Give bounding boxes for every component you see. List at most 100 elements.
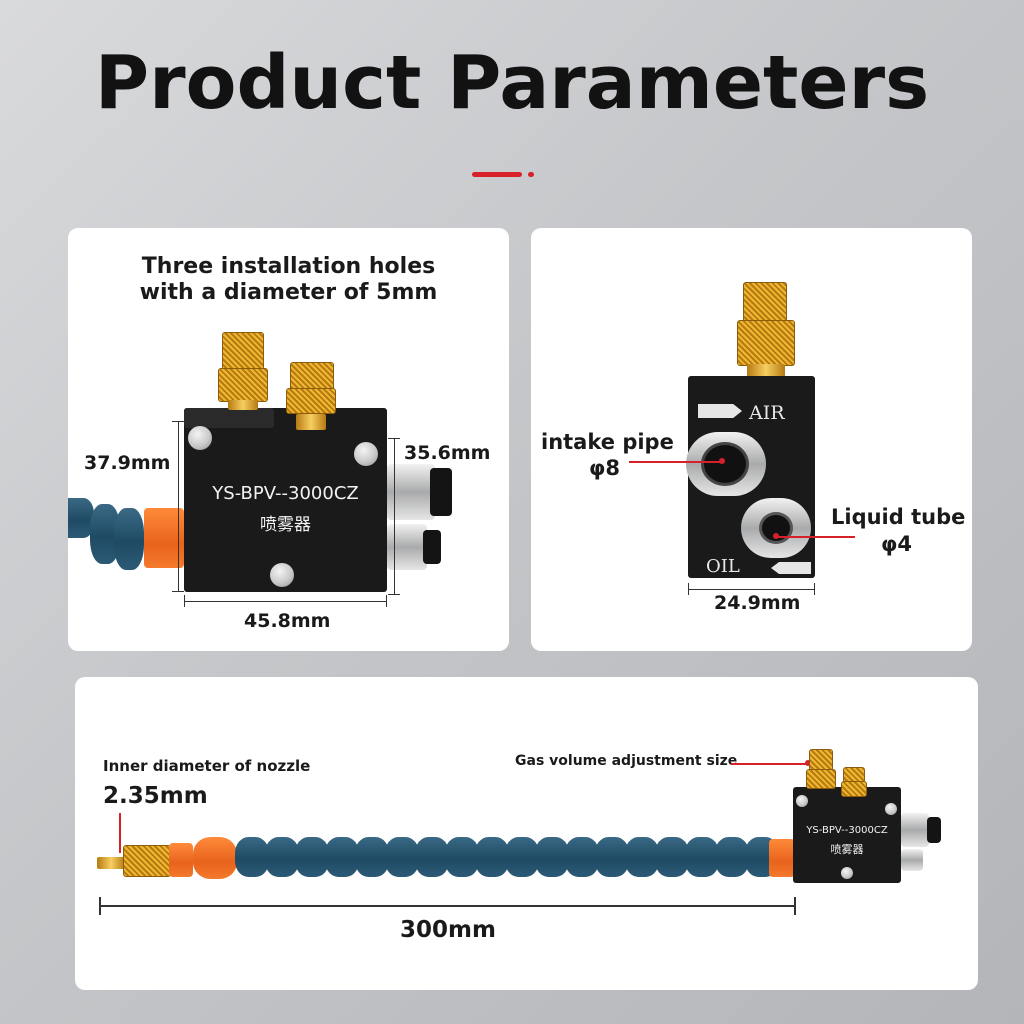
air-text: AIR [749, 402, 785, 424]
hose-segment [325, 837, 359, 877]
knob-stem [296, 414, 326, 430]
dim-tick [172, 591, 184, 592]
hose-segment [535, 837, 569, 877]
orange-connector [169, 843, 193, 877]
intake-leader [629, 461, 721, 463]
hose-segment [68, 498, 94, 538]
dim-line-width [184, 601, 387, 602]
adjust-knob [222, 332, 264, 370]
hose-segment [505, 837, 539, 877]
hose-segment [475, 837, 509, 877]
title-accent-dot [528, 172, 534, 177]
gas-leader [731, 763, 807, 765]
adjust-knob [737, 320, 795, 366]
adjust-knob [218, 368, 268, 402]
oil-arrow [771, 562, 811, 574]
atomizer-block [184, 408, 387, 592]
hose-segment [715, 837, 749, 877]
intake-label: intake pipe [541, 430, 674, 454]
hose-segment [355, 837, 389, 877]
hose-segment [415, 837, 449, 877]
block-model-cn: 喷雾器 [830, 843, 864, 856]
orange-connector [193, 837, 237, 879]
mount-hole-screw [885, 803, 897, 815]
adjust-knob [841, 781, 867, 797]
adjust-knob [809, 749, 833, 771]
gas-label: Gas volume adjustment size [515, 753, 738, 769]
nozzle-leader [119, 813, 121, 853]
push-fitting [901, 813, 929, 847]
dim-label-width: 24.9mm [714, 592, 801, 614]
oil-text: OIL [706, 556, 740, 577]
dim-tick [688, 583, 689, 595]
dim-label-length: 300mm [400, 917, 496, 943]
nozzle-body [123, 845, 171, 877]
dimensions-panel-front: Three installation holes with a diameter… [68, 228, 509, 651]
dim-label-right: 35.6mm [404, 442, 491, 464]
push-fitting-cap [423, 530, 441, 564]
push-fitting [387, 464, 435, 520]
mount-hole-screw [796, 795, 808, 807]
push-fitting-cap [927, 817, 941, 843]
liquid-dot [773, 533, 779, 539]
air-arrow [698, 404, 742, 418]
dim-line-width [688, 589, 815, 590]
mount-hole-screw [270, 563, 294, 587]
block-model-cn: 喷雾器 [260, 515, 311, 535]
dim-line-height [178, 421, 179, 591]
dim-label-width: 45.8mm [244, 610, 331, 632]
adjust-knob [286, 388, 336, 414]
orange-connector [144, 508, 184, 568]
adjust-knob [290, 362, 334, 392]
knob-stem [747, 364, 785, 378]
adjust-knob [806, 769, 836, 789]
atomizer-block-top [184, 408, 274, 428]
nozzle-label: Inner diameter of nozzle [103, 757, 311, 775]
dim-line-right [394, 438, 395, 594]
dim-tick [184, 595, 185, 607]
hose-segment [685, 837, 719, 877]
liquid-leader [777, 536, 855, 538]
knob-stem [228, 400, 258, 410]
liquid-port [759, 512, 793, 544]
page-title: Product Parameters [94, 40, 930, 126]
push-fitting [901, 849, 923, 871]
intake-diameter: φ8 [589, 456, 621, 480]
hose-segment [655, 837, 689, 877]
block-model-text: YS-BPV--3000CZ [806, 825, 888, 836]
dim-line-length [99, 905, 795, 907]
intake-dot [719, 458, 725, 464]
hose-segment [445, 837, 479, 877]
hose-segment [625, 837, 659, 877]
adjust-knob [743, 282, 787, 322]
push-fitting [387, 524, 427, 570]
holes-heading-line1: Three installation holes [141, 254, 436, 279]
dim-tick [99, 897, 101, 915]
full-length-panel: Inner diameter of nozzle 2.35mm Gas volu… [75, 677, 978, 990]
dim-tick [386, 595, 387, 607]
nozzle-value: 2.35mm [103, 783, 208, 809]
holes-heading-line2: with a diameter of 5mm [139, 280, 438, 305]
liquid-label: Liquid tube [831, 505, 966, 529]
hose-segment [265, 837, 299, 877]
nozzle-tip [97, 857, 125, 869]
hose-segment [565, 837, 599, 877]
hose-segment [385, 837, 419, 877]
hose-segment [595, 837, 629, 877]
intake-port [701, 442, 749, 486]
dim-tick [794, 897, 796, 915]
dim-tick [172, 421, 184, 422]
push-fitting-cap [430, 468, 452, 516]
dimensions-panel-side: AIR OIL intake pipe φ8 Liquid tube φ4 24… [531, 228, 972, 651]
dim-label-height: 37.9mm [84, 452, 171, 474]
dim-tick [388, 594, 400, 595]
hose-segment [114, 508, 144, 570]
mount-hole-screw [354, 442, 378, 466]
orange-connector [769, 839, 795, 877]
mount-hole-screw [841, 867, 853, 879]
hose-segment [295, 837, 329, 877]
title-accent-bar [472, 172, 522, 177]
dim-tick [388, 438, 400, 439]
liquid-diameter: φ4 [881, 532, 913, 556]
dim-tick [814, 583, 815, 595]
